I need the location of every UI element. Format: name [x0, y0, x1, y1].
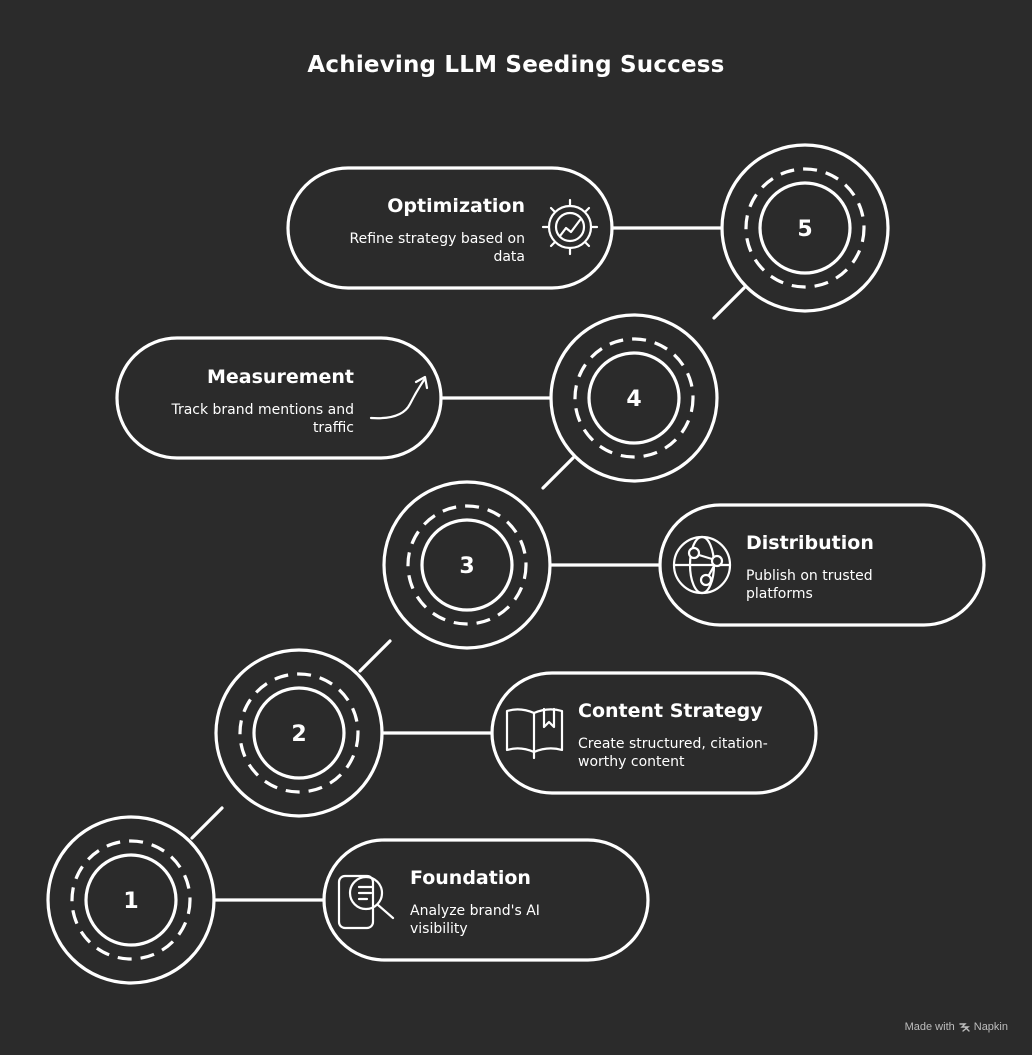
step-2-outer-ring	[214, 648, 384, 818]
step-5-dashed-ring	[744, 167, 866, 289]
step-2-inner-circle	[252, 686, 346, 780]
step-2-desc-line1: Create structured, citation-	[578, 736, 768, 752]
step-4-outer-ring	[549, 313, 719, 483]
step-1-inner-circle	[84, 853, 178, 947]
gear-chart-icon	[541, 198, 599, 256]
step-2-number: 2	[291, 722, 306, 747]
step-5-desc-line1: Refine strategy based on	[350, 231, 525, 247]
step-5-desc-line2: data	[493, 249, 525, 265]
step-5-title: Optimization	[387, 195, 525, 217]
step-4-dashed-ring	[573, 337, 695, 459]
connector-4-5	[712, 286, 746, 320]
step-3-outer-ring	[382, 480, 552, 650]
connector-1-2	[190, 806, 224, 840]
step-2-desc-line2: worthy content	[578, 754, 685, 770]
page-title: Achieving LLM Seeding Success	[307, 52, 725, 78]
step-4-inner-circle	[587, 351, 681, 445]
step-3-desc-line2: platforms	[746, 586, 813, 602]
step-3: Distribution Publish on trusted platform…	[382, 480, 986, 650]
open-book-icon	[505, 707, 564, 760]
step-2: Content Strategy Create structured, cita…	[214, 648, 818, 818]
step-2-title: Content Strategy	[578, 700, 763, 722]
step-3-number: 3	[459, 554, 474, 579]
step-1-desc-line1: Analyze brand's AI	[410, 903, 540, 919]
napkin-brand: Napkin	[973, 1021, 1008, 1033]
step-3-desc-line1: Publish on trusted	[746, 568, 873, 584]
step-3-title: Distribution	[746, 532, 874, 554]
step-1-desc-line2: visibility	[410, 921, 468, 937]
step-1: Foundation Analyze brand's AI visibility…	[46, 815, 650, 985]
connector-2-3	[358, 639, 392, 673]
step-3-dashed-ring	[406, 504, 528, 626]
step-1-title: Foundation	[410, 867, 531, 889]
step-4-title: Measurement	[207, 366, 354, 388]
made-with-label: Made with	[904, 1021, 955, 1033]
step-1-number: 1	[123, 889, 138, 914]
napkin-watermark: Made with Napkin	[905, 1021, 1008, 1033]
step-1-outer-ring	[46, 815, 216, 985]
napkin-logo-icon	[959, 1022, 970, 1032]
globe-network-icon	[672, 535, 732, 595]
step-2-dashed-ring	[238, 672, 360, 794]
connector-3-4	[541, 456, 575, 490]
step-5-outer-ring	[720, 143, 890, 313]
step-4-desc-line2: traffic	[313, 420, 354, 436]
step-1-dashed-ring	[70, 839, 192, 961]
step-4-number: 4	[626, 387, 641, 412]
step-1-card	[322, 838, 650, 962]
magnifier-document-icon	[337, 874, 395, 930]
step-4-card	[115, 336, 443, 460]
step-5-number: 5	[797, 217, 812, 242]
step-3-card	[658, 503, 986, 627]
step-2-card	[490, 671, 818, 795]
rising-arrow-icon	[369, 375, 429, 420]
step-5-card	[286, 166, 614, 290]
step-3-inner-circle	[420, 518, 514, 612]
step-4: Measurement Track brand mentions and tra…	[115, 313, 719, 483]
step-5-inner-circle	[758, 181, 852, 275]
step-5: Optimization Refine strategy based on da…	[286, 143, 890, 313]
step-4-desc-line1: Track brand mentions and	[170, 402, 354, 418]
